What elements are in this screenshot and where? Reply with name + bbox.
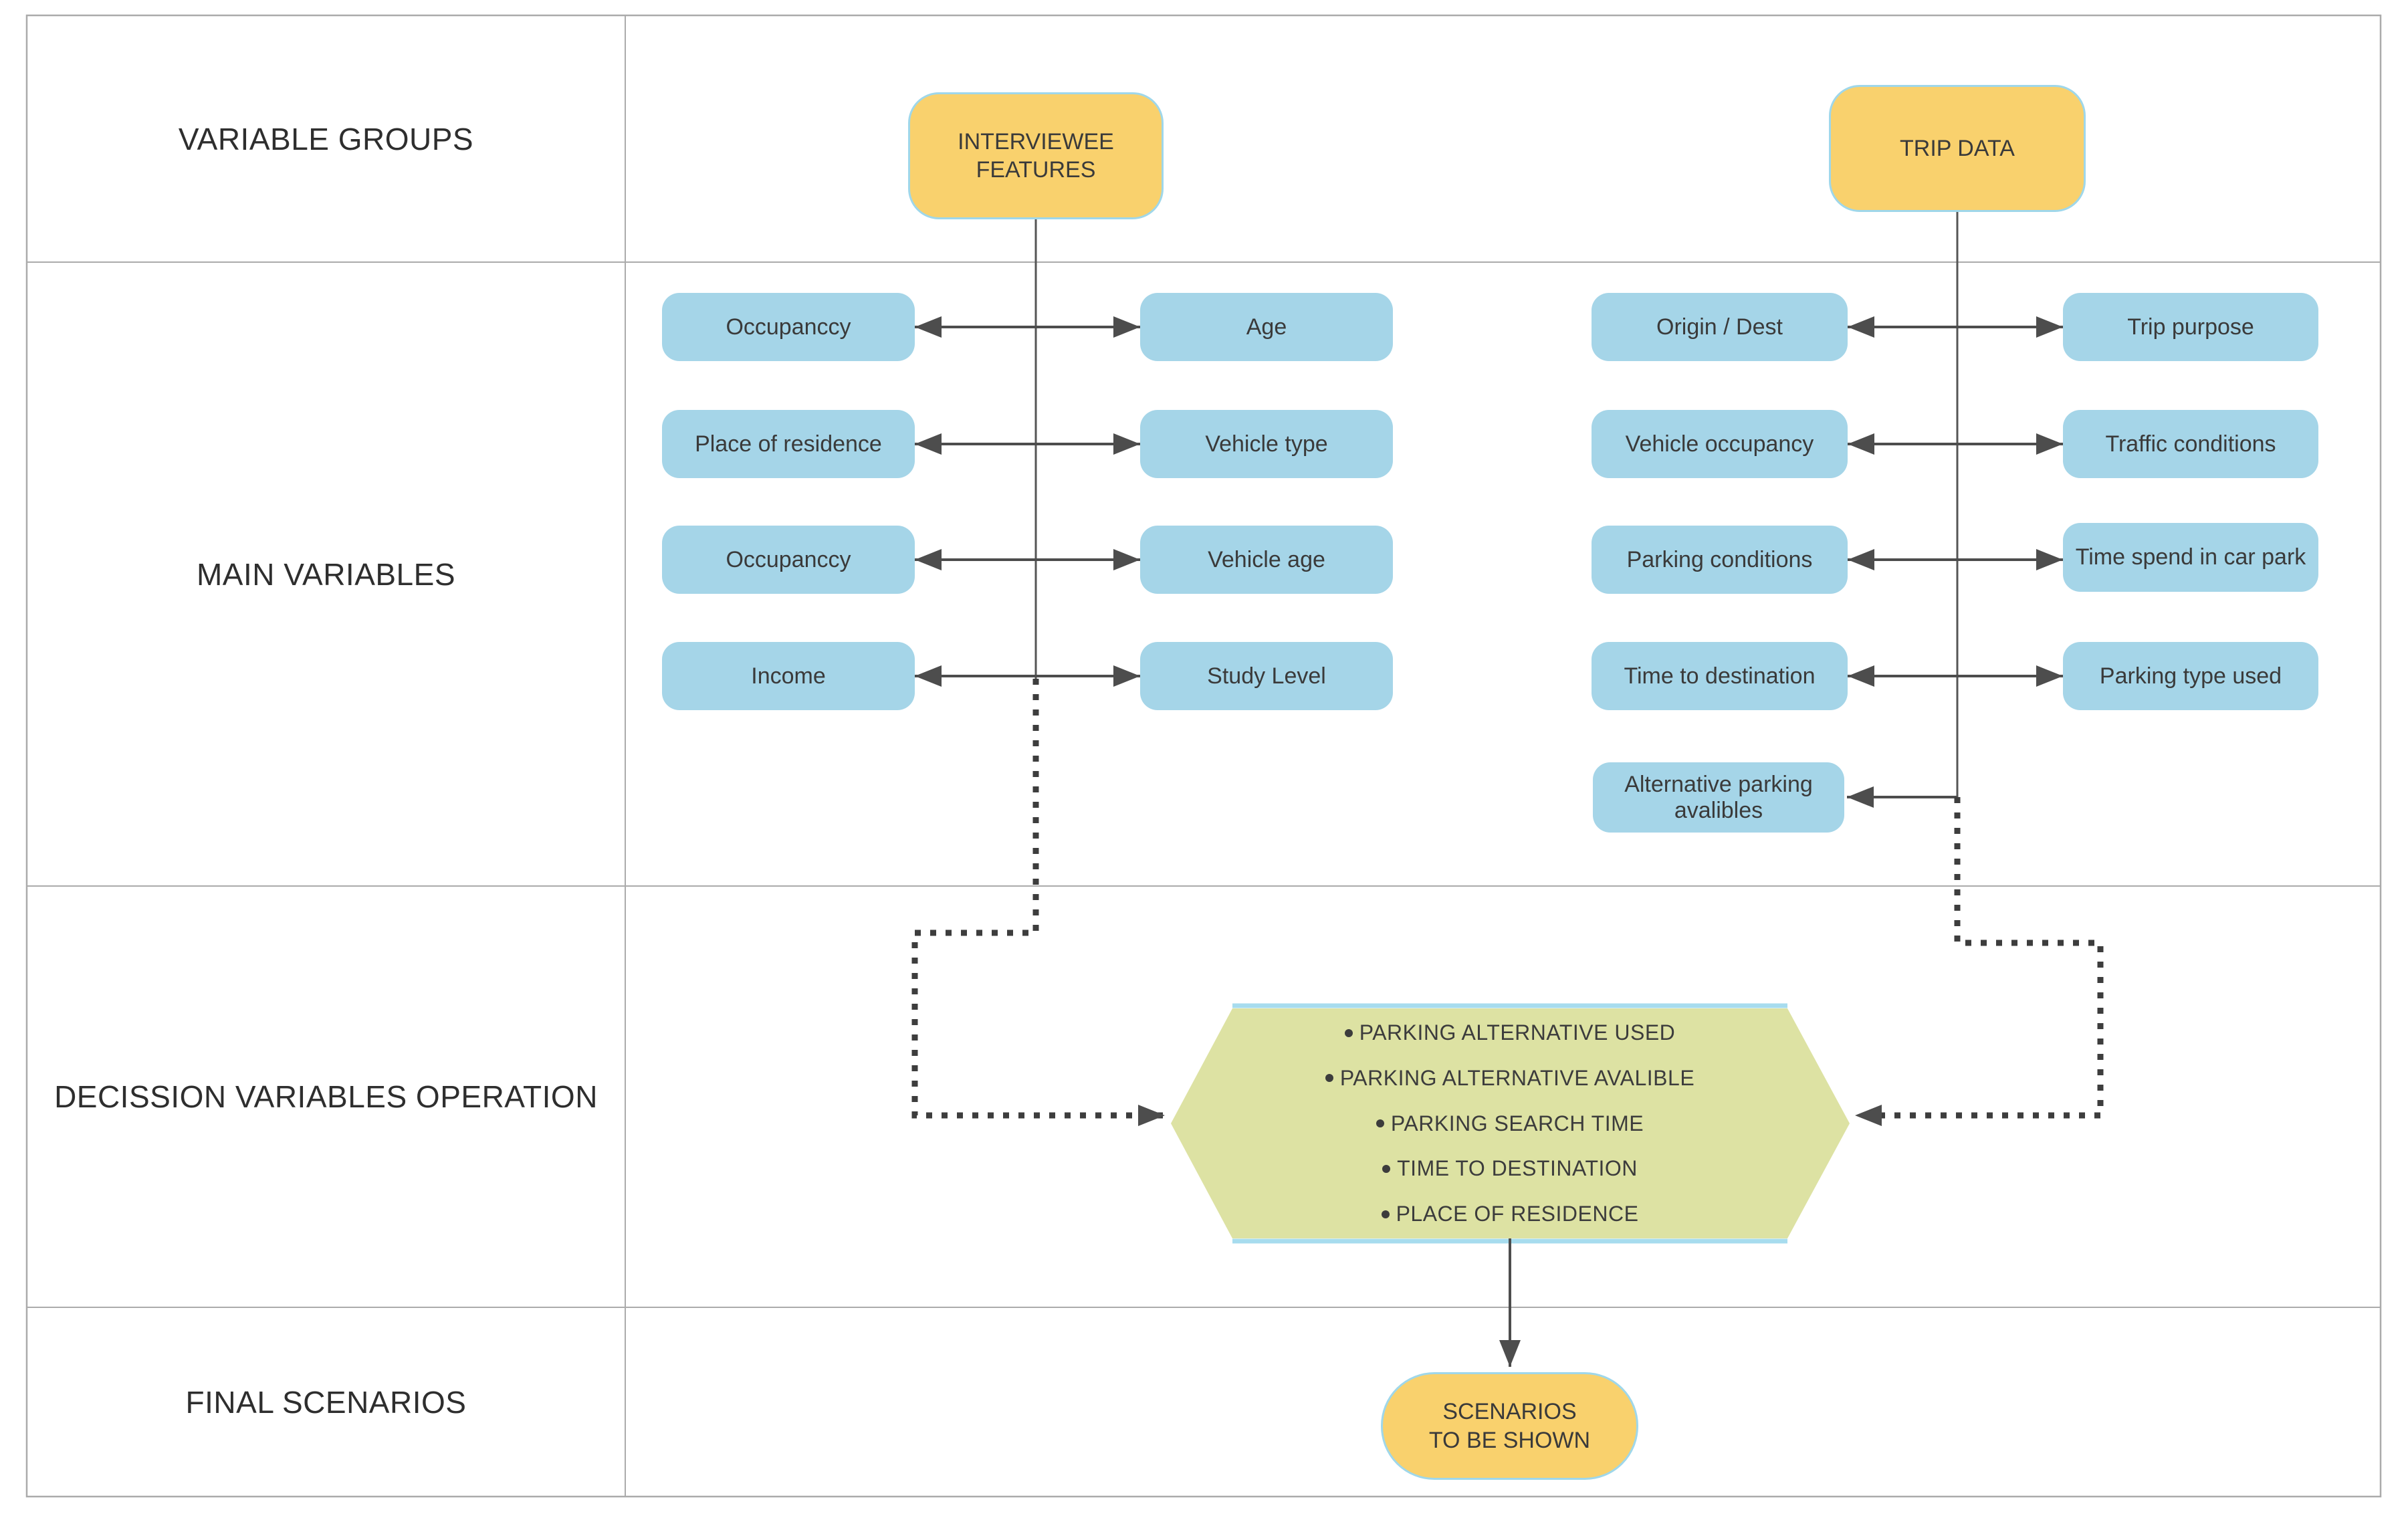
node-time-spend-in-car-park: Time spend in car park xyxy=(2063,523,2318,592)
hexagon-bullet-line: TIME TO DESTINATION xyxy=(1232,1156,1787,1181)
hexagon-bullet-label: PARKING ALTERNATIVE AVALIBLE xyxy=(1339,1065,1695,1090)
hexagon-bullet-line: PARKING ALTERNATIVE AVALIBLE xyxy=(1232,1066,1787,1091)
node-traffic-conditions: Traffic conditions xyxy=(2063,410,2318,478)
node-time-to-destination: Time to destination xyxy=(1592,642,1848,710)
node-alternative-parking-avalibles: Alternative parking avalibles xyxy=(1593,762,1844,833)
bullet-dot-icon xyxy=(1344,1028,1353,1037)
row-label-main-variables: MAIN VARIABLES xyxy=(196,556,456,592)
node-scenarios-to-be-shown: SCENARIOS TO BE SHOWN xyxy=(1381,1372,1638,1480)
hexagon-bullet-line: PARKING SEARCH TIME xyxy=(1232,1111,1787,1136)
node-study-level: Study Level xyxy=(1140,642,1393,710)
trip-pair-arrows xyxy=(1848,316,2063,687)
interviewee-pair-arrows xyxy=(915,316,1140,687)
node-trip-data: TRIP DATA xyxy=(1829,85,2086,212)
node-income: Income xyxy=(662,642,915,710)
node-parking-type-used: Parking type used xyxy=(2063,642,2318,710)
dotted-connector-trip xyxy=(1855,797,2104,1126)
decision-hexagon-shape xyxy=(1171,1008,1850,1238)
node-occupanccy-2: Occupanccy xyxy=(662,526,915,594)
hexagon-bullet-label: TIME TO DESTINATION xyxy=(1397,1156,1638,1181)
node-vehicle-type: Vehicle type xyxy=(1140,410,1393,478)
bullet-dot-icon xyxy=(1376,1119,1384,1127)
node-interviewee-features: INTERVIEWEE FEATURES xyxy=(908,92,1164,219)
bullet-dot-icon xyxy=(1381,1210,1390,1218)
decision-hexagon-text: PARKING ALTERNATIVE USED PARKING ALTERNA… xyxy=(1232,1011,1787,1236)
hexagon-bullet-line: PLACE OF RESIDENCE xyxy=(1232,1202,1787,1226)
table-grid xyxy=(25,14,2382,1498)
bullet-dot-icon xyxy=(1382,1164,1391,1173)
dotted-connector-interviewee xyxy=(911,679,1165,1126)
node-occupanccy-1: Occupanccy xyxy=(662,293,915,361)
row-label-decision-variables-operation: DECISSION VARIABLES OPERATION xyxy=(54,1079,598,1114)
hexagon-bullet-label: PLACE OF RESIDENCE xyxy=(1396,1202,1639,1226)
hexagon-bullet-label: PARKING ALTERNATIVE USED xyxy=(1359,1020,1676,1045)
hexagon-bullet-label: PARKING SEARCH TIME xyxy=(1390,1111,1644,1135)
row-label-variable-groups: VARIABLE GROUPS xyxy=(178,121,474,156)
node-trip-purpose: Trip purpose xyxy=(2063,293,2318,361)
node-place-of-residence: Place of residence xyxy=(662,410,915,478)
node-vehicle-occupancy: Vehicle occupancy xyxy=(1592,410,1848,478)
node-parking-conditions: Parking conditions xyxy=(1592,526,1848,594)
row-label-final-scenarios: FINAL SCENARIOS xyxy=(185,1384,467,1420)
node-age: Age xyxy=(1140,293,1393,361)
bullet-dot-icon xyxy=(1325,1074,1333,1083)
node-vehicle-age: Vehicle age xyxy=(1140,526,1393,594)
node-origin-dest: Origin / Dest xyxy=(1592,293,1848,361)
hexagon-bullet-line: PARKING ALTERNATIVE USED xyxy=(1232,1020,1787,1045)
